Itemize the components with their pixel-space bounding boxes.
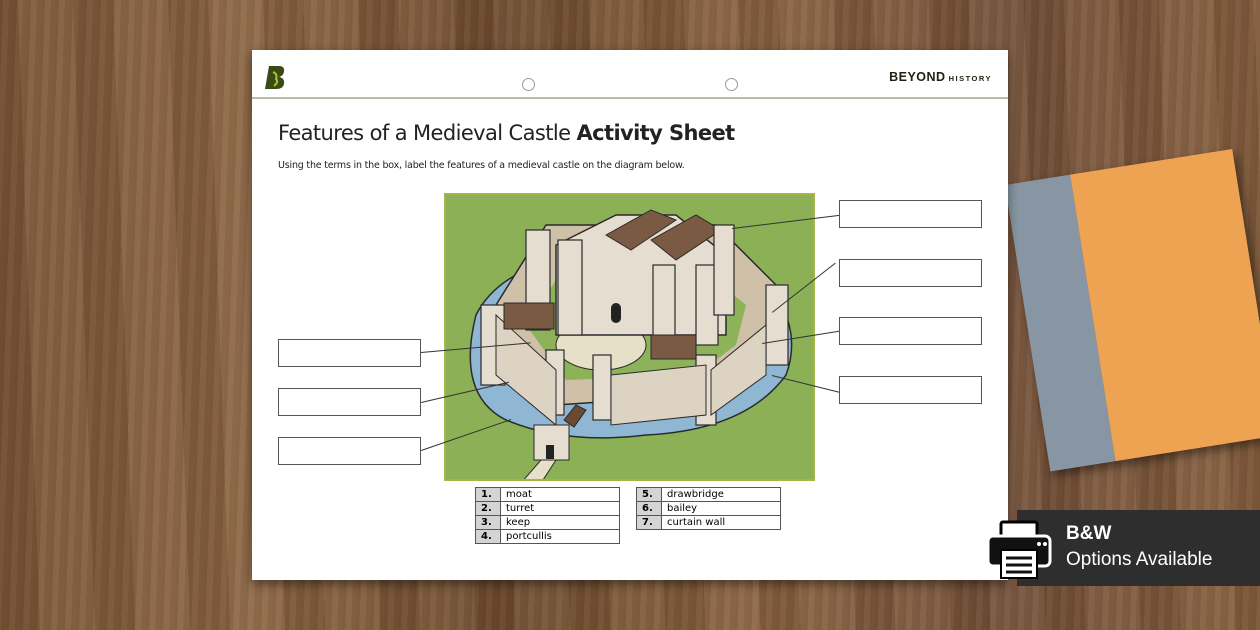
punch-hole [522,78,535,91]
instructions: Using the terms in the box, label the fe… [278,160,685,171]
term-row: 2.turret [475,501,620,516]
label-box-left-1[interactable] [278,339,421,367]
bw-subtitle: Options Available [1066,549,1213,570]
bw-title: B&W [1066,523,1112,544]
label-box-right-1[interactable] [839,200,982,228]
term-row: 3.keep [475,515,620,530]
label-box-left-2[interactable] [278,388,421,416]
notebook-decoration [1005,149,1260,472]
term-row: 5.drawbridge [636,487,781,502]
printer-icon [986,520,1052,579]
beyond-logo-icon [265,66,285,89]
castle-illustration-icon [446,195,813,479]
bw-options-badge [1017,510,1260,586]
page-title: Features of a Medieval Castle Activity S… [278,121,735,145]
term-row: 4.portcullis [475,529,620,544]
punch-hole [725,78,738,91]
castle-diagram [444,193,815,481]
terms-table-right: 5.drawbridge 6.bailey 7.curtain wall [636,487,781,530]
term-row: 6.bailey [636,501,781,516]
label-box-left-3[interactable] [278,437,421,465]
term-row: 7.curtain wall [636,515,781,530]
terms-table-left: 1.moat 2.turret 3.keep 4.portcullis [475,487,620,544]
label-box-right-3[interactable] [839,317,982,345]
term-row: 1.moat [475,487,620,502]
label-box-right-4[interactable] [839,376,982,404]
label-box-right-2[interactable] [839,259,982,287]
